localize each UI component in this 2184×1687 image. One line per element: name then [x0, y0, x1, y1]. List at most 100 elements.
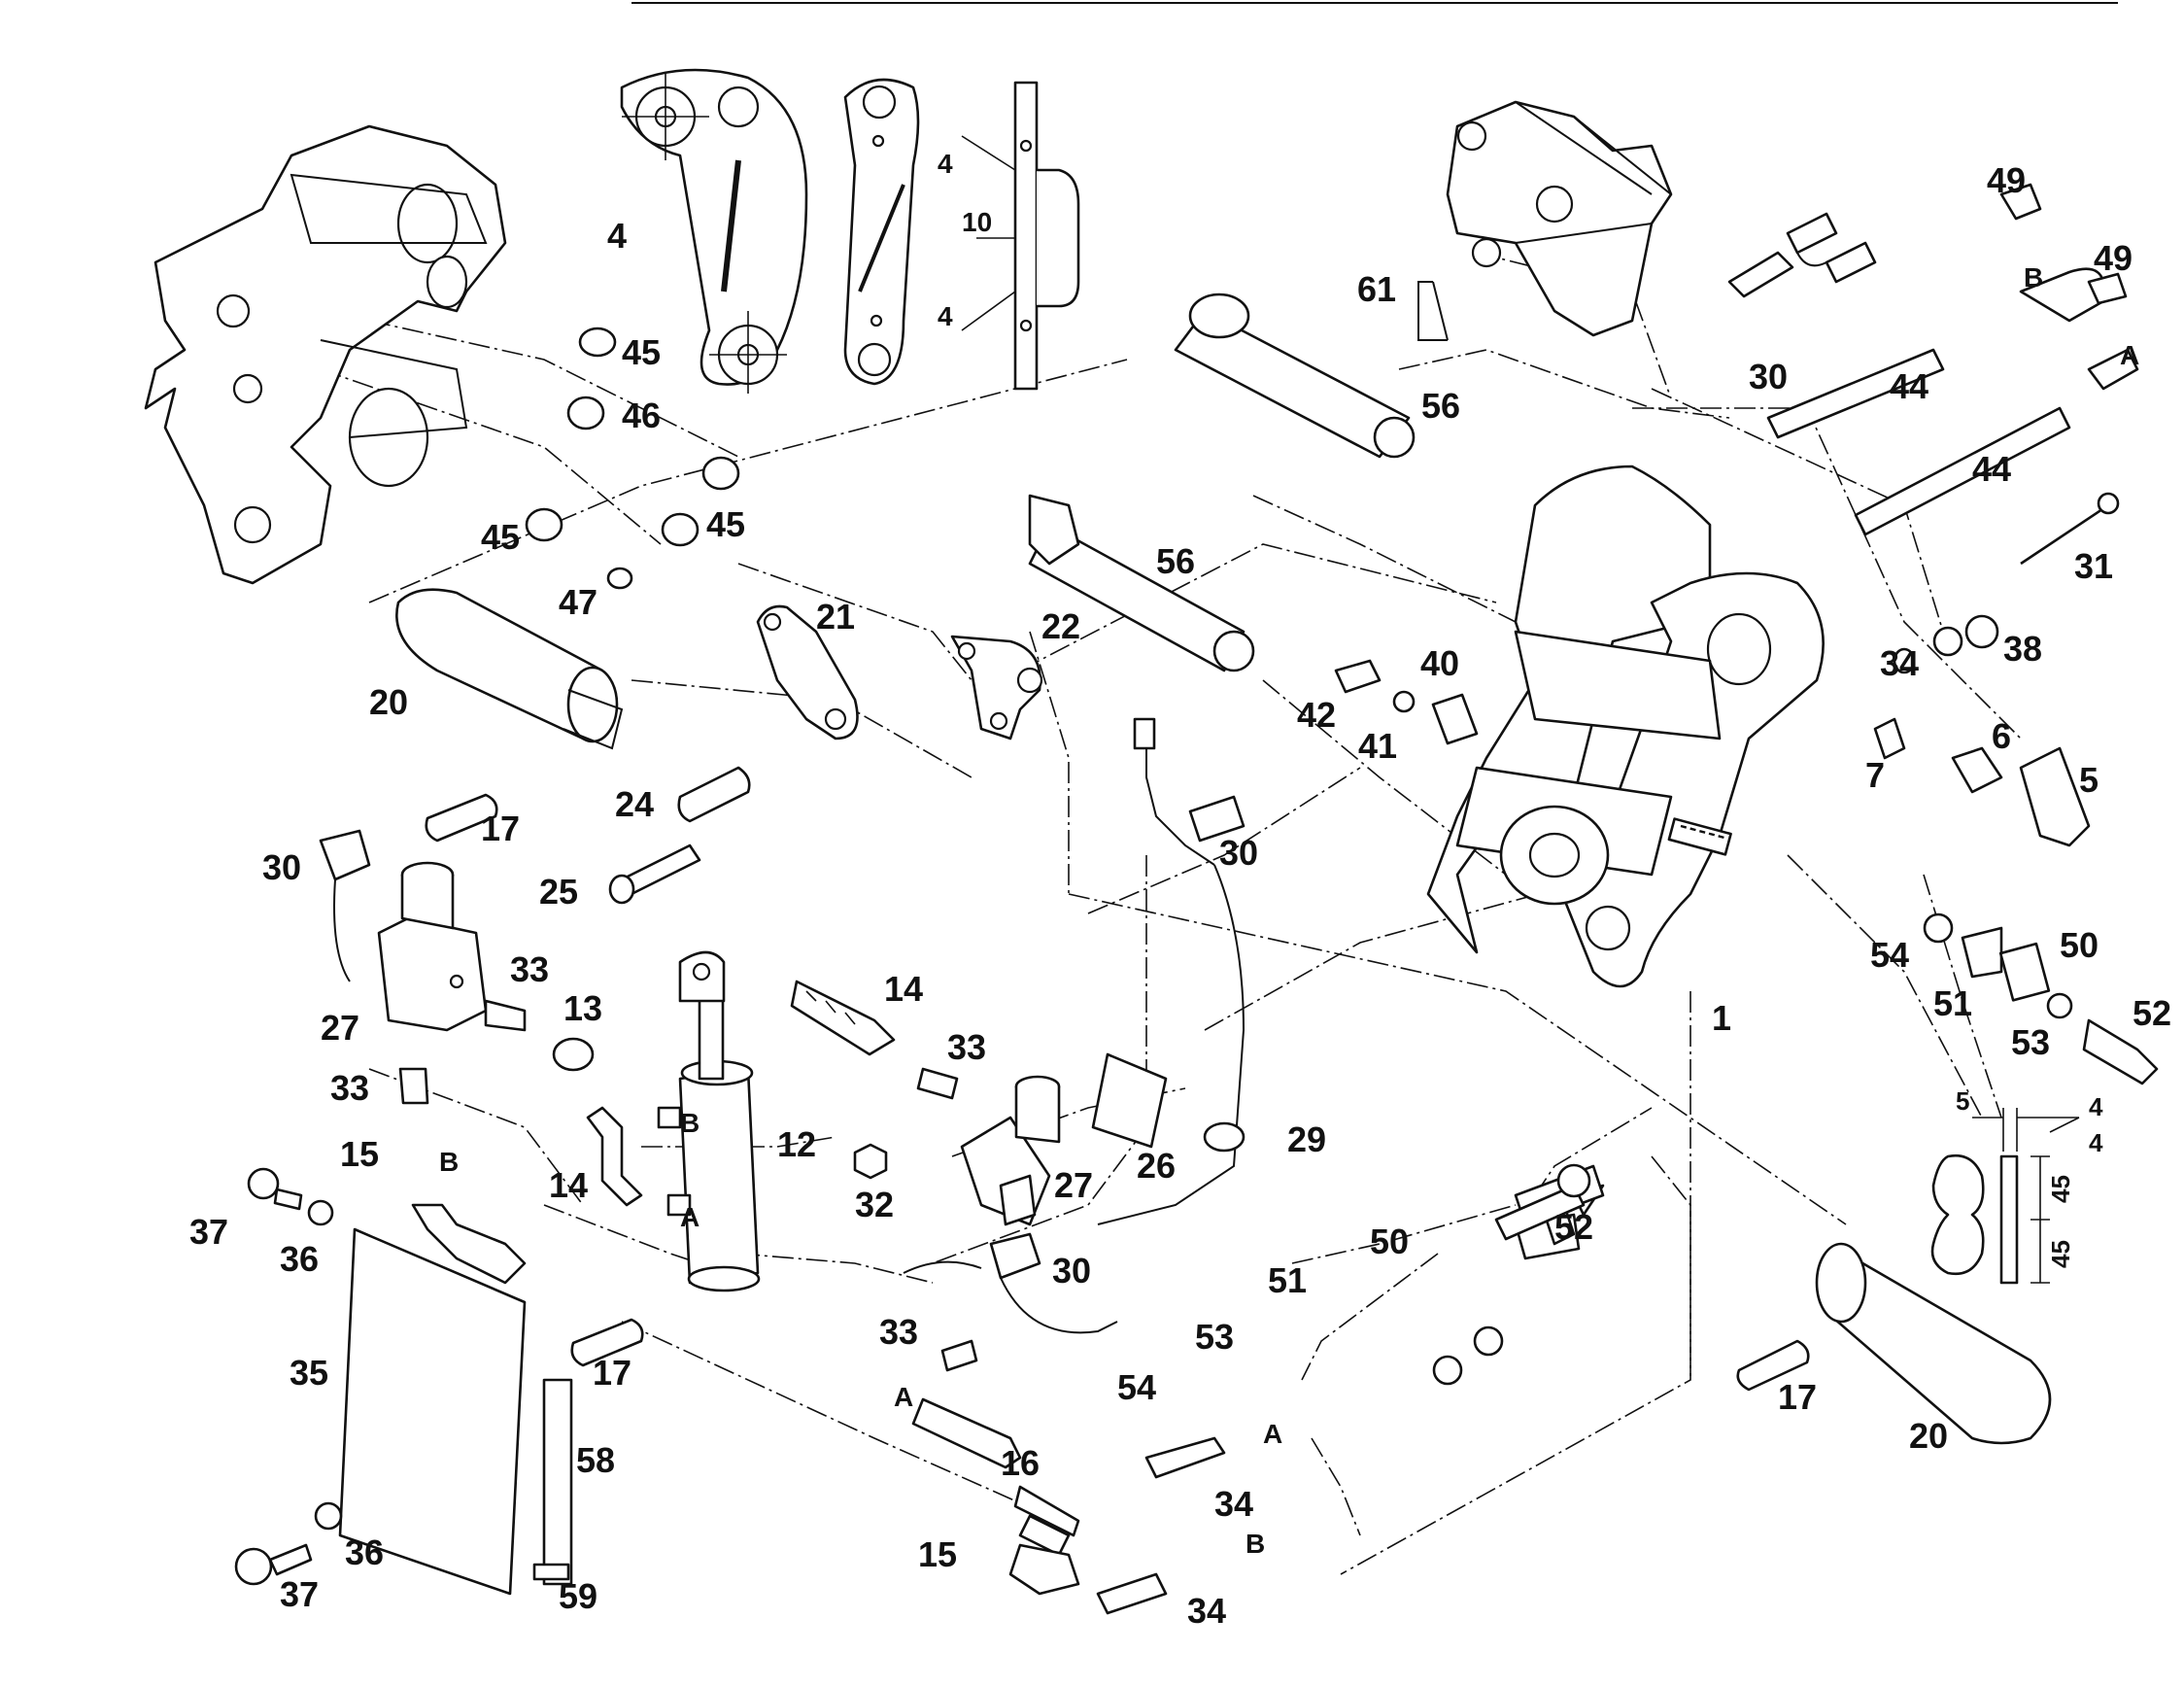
callout-25: 25 — [539, 872, 578, 912]
callout-50-a: 50 — [2060, 925, 2099, 965]
callout-54-a: 54 — [1870, 935, 1909, 975]
callout-14-a: 14 — [884, 969, 923, 1009]
callout-30-c: 30 — [1052, 1251, 1091, 1291]
callout-6: 6 — [1992, 716, 2011, 756]
callout-36-a: 36 — [280, 1239, 319, 1279]
callout-21: 21 — [816, 597, 855, 637]
hoses — [411, 980, 1080, 1596]
callout-53-b: 53 — [1195, 1317, 1234, 1357]
callout-1: 1 — [1712, 998, 1731, 1038]
callout-36-b: 36 — [345, 1532, 384, 1572]
pin-56-middle — [1028, 494, 1255, 672]
callout-51-b: 51 — [1268, 1260, 1307, 1300]
callout-15-b: 15 — [918, 1534, 957, 1574]
callout-45-a: 45 — [622, 332, 661, 372]
plate-35 — [338, 1227, 573, 1596]
dim-45-b: 45 — [2046, 1240, 2075, 1268]
callout-35: 35 — [290, 1353, 328, 1393]
swivel-fittings-34 — [1096, 1436, 1226, 1615]
callout-30-d: 30 — [1749, 357, 1788, 396]
port-label-b-15: B — [439, 1147, 459, 1177]
callout-56-a: 56 — [1421, 386, 1460, 426]
lever-21 — [756, 604, 859, 740]
callout-27-a: 27 — [321, 1008, 359, 1048]
callout-32: 32 — [855, 1185, 894, 1224]
port-label-a-34: A — [1263, 1419, 1282, 1449]
callout-4-b: 4 — [938, 149, 953, 179]
nut-32 — [853, 1143, 888, 1180]
cylinder-20-left — [395, 588, 624, 750]
bracket-22 — [950, 635, 1043, 740]
callout-59: 59 — [559, 1576, 597, 1616]
callout-7: 7 — [1865, 755, 1885, 795]
callout-33-a: 33 — [510, 949, 549, 989]
port-label-a-49: A — [2120, 340, 2139, 370]
nut-13 — [552, 1037, 595, 1072]
port-label-b-34: B — [1246, 1529, 1265, 1559]
callout-49-a: 49 — [1987, 160, 2026, 200]
callout-17-c: 17 — [1778, 1377, 1817, 1417]
callout-61: 61 — [1357, 269, 1396, 309]
bolt-assy-42 — [1334, 659, 1479, 745]
leader-lines — [320, 252, 2022, 1575]
detail-figure8-plate — [1930, 1108, 2080, 1285]
callout-13: 13 — [563, 988, 602, 1028]
callout-4-c: 4 — [938, 301, 953, 331]
dim-4-b: 4 — [2089, 1128, 2103, 1157]
pin-56-upper — [1174, 293, 1416, 459]
port-label-a-16: A — [894, 1382, 913, 1412]
callout-17-b: 17 — [593, 1353, 631, 1393]
detail-plate-a — [620, 68, 808, 394]
callout-24: 24 — [615, 784, 654, 824]
callout-46: 46 — [622, 396, 661, 435]
callout-16: 16 — [1001, 1443, 1040, 1483]
callout-30-a: 30 — [262, 847, 301, 887]
callout-37-a: 37 — [189, 1212, 228, 1252]
detail-plate-c — [961, 81, 1080, 391]
callout-labels: 1 4 4 4 10 5 6 7 12 13 14 14 15 15 16 17… — [189, 149, 2171, 1631]
bolt-25 — [608, 844, 701, 905]
callout-49-b: 49 — [2094, 238, 2133, 278]
sensor-cables-30 — [903, 212, 1877, 1334]
ring-29 — [1203, 1121, 1246, 1153]
sleeve-24 — [677, 766, 751, 823]
main-hitch-frame — [1426, 465, 1825, 988]
callout-22: 22 — [1041, 606, 1080, 646]
callout-33-d: 33 — [879, 1312, 918, 1352]
valve-27-right — [960, 1075, 1061, 1226]
callout-29: 29 — [1287, 1119, 1326, 1159]
port-label-a-cyl: A — [680, 1202, 700, 1232]
small-parts-right — [1873, 614, 2091, 847]
hydraulic-cylinder-12 — [657, 950, 761, 1292]
hitch-bracket-top — [1446, 100, 1673, 337]
callout-54-b: 54 — [1117, 1367, 1156, 1407]
hoses-44 — [1766, 183, 2139, 536]
callout-14-b: 14 — [549, 1165, 588, 1205]
callout-41: 41 — [1358, 726, 1397, 766]
callout-34-b: 34 — [1214, 1484, 1253, 1524]
callout-52-a: 52 — [2133, 993, 2171, 1033]
port-label-b-cyl: B — [680, 1108, 700, 1138]
callout-26: 26 — [1137, 1146, 1176, 1186]
callout-44-b: 44 — [1972, 449, 2011, 489]
dim-4-a: 4 — [2089, 1092, 2103, 1121]
callout-10: 10 — [962, 207, 992, 237]
callout-33-c: 33 — [947, 1027, 986, 1067]
dim-5: 5 — [1956, 1086, 1969, 1116]
detail-plate-b — [843, 78, 920, 386]
callout-50-b: 50 — [1370, 1222, 1409, 1261]
clamp-parts-right — [1923, 912, 2159, 1085]
callout-52-b: 52 — [1554, 1207, 1593, 1247]
callout-40: 40 — [1420, 643, 1459, 683]
callout-53-a: 53 — [2011, 1022, 2050, 1062]
bolt-52-lower — [1494, 1163, 1591, 1241]
callout-12: 12 — [777, 1124, 816, 1164]
callout-38: 38 — [2003, 629, 2042, 669]
fittings-33 — [398, 999, 978, 1372]
bolt-31 — [2020, 492, 2120, 566]
caps-group — [525, 327, 740, 590]
callout-51-a: 51 — [1933, 983, 1972, 1023]
callout-5: 5 — [2079, 760, 2099, 800]
